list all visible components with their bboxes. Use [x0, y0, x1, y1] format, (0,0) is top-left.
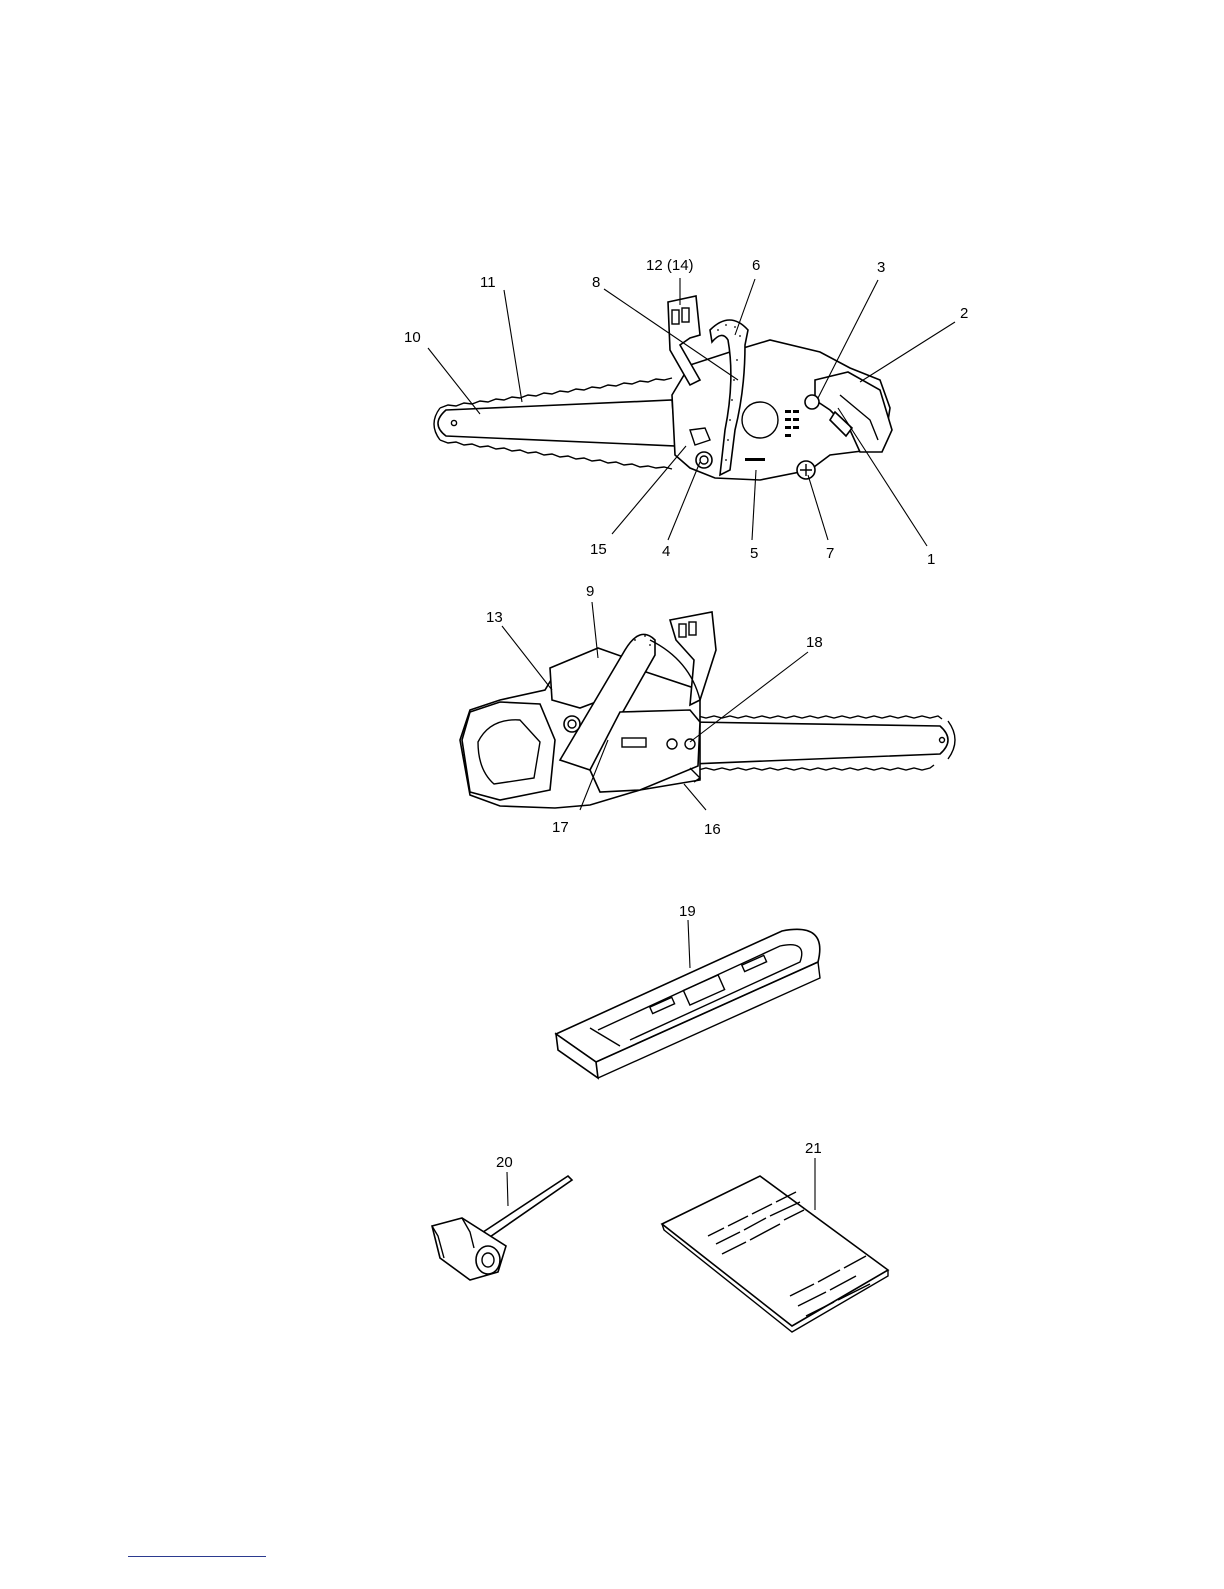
callout-9: 9: [586, 583, 594, 600]
combination-wrench: [432, 1172, 572, 1280]
saw-chain-right: [690, 716, 942, 719]
instruction-manual: [662, 1158, 888, 1332]
callout-21: 21: [805, 1140, 822, 1157]
callout-2: 2: [960, 305, 968, 322]
callout-11: 11: [480, 274, 496, 291]
callout-4: 4: [662, 543, 670, 560]
callout-12: 12 (14): [646, 257, 694, 274]
callout-19: 19: [679, 903, 696, 920]
callout-15: 15: [590, 541, 607, 558]
callout-16: 16: [704, 821, 721, 838]
chainsaw-right-view: [460, 612, 955, 808]
callout-13: 13: [486, 609, 503, 626]
callout-5: 5: [750, 545, 758, 562]
guide-bar-cover: [556, 920, 820, 1078]
callout-8: 8: [592, 274, 600, 291]
guide-bar: [438, 400, 676, 446]
footer-rule: [128, 1556, 266, 1557]
callout-3: 3: [877, 259, 885, 276]
rear-handle-right: [462, 702, 555, 800]
callout-7: 7: [826, 545, 834, 562]
callout-10: 10: [404, 329, 421, 346]
guide-bar-right: [690, 722, 948, 764]
callout-1: 1: [927, 551, 935, 568]
ignition-switch: [805, 395, 819, 409]
callout-6: 6: [752, 257, 760, 274]
callout-18: 18: [806, 634, 823, 651]
callout-17: 17: [552, 819, 569, 836]
callout-20: 20: [496, 1154, 513, 1171]
